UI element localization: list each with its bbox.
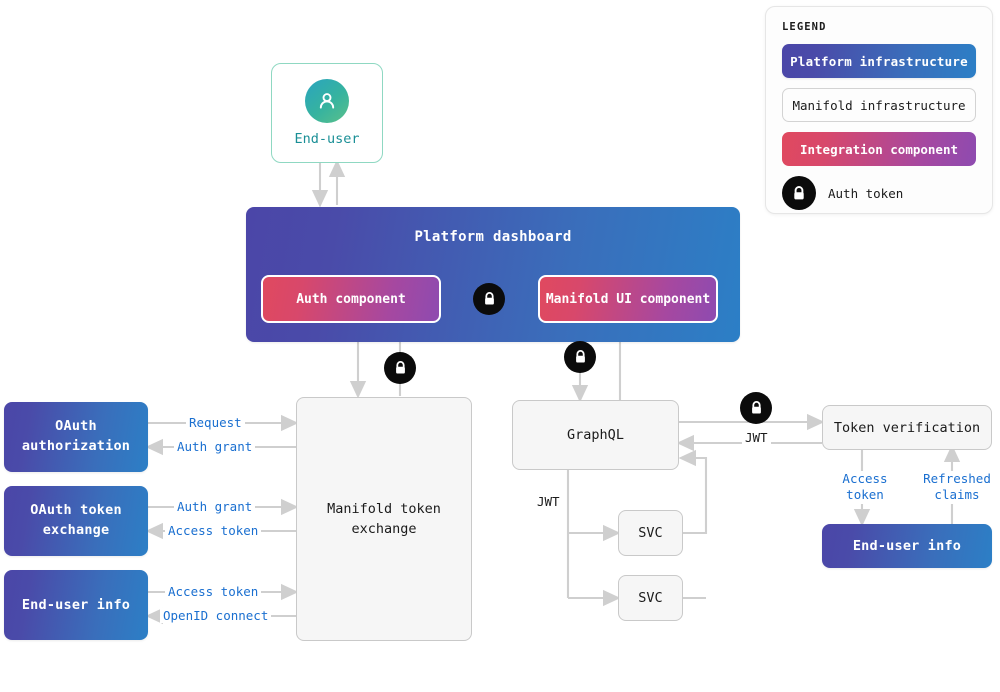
lock-icon-ui-to-graphql xyxy=(564,341,596,373)
edge-label-access-token-1: Access token xyxy=(165,523,262,538)
platform-dashboard-title: Platform dashboard xyxy=(414,229,572,245)
user-avatar-icon xyxy=(305,79,349,123)
node-token-verification[interactable]: Token verification xyxy=(822,405,992,450)
edge-label-access-token-down-line2: token xyxy=(846,487,884,503)
edge-label-refreshed-claims-line2: claims xyxy=(934,487,980,503)
node-end-user-info-right-label: End-user info xyxy=(852,538,962,554)
legend-item-auth-token-label: Auth token xyxy=(828,185,904,201)
node-manifold-token-exchange-line2: exchange xyxy=(351,521,417,537)
lock-icon-graphql-to-token-verification xyxy=(740,392,772,424)
node-oauth-authorization-line1: OAuth xyxy=(55,418,97,435)
lock-icon-auth-to-ui xyxy=(473,283,505,315)
lock-icon-legend xyxy=(782,176,816,210)
node-token-verification-label: Token verification xyxy=(833,419,981,436)
lock-icon-token-exchange-up xyxy=(384,352,416,384)
node-end-user[interactable]: End-user xyxy=(271,63,383,163)
node-svc-2[interactable]: SVC xyxy=(618,575,683,621)
node-auth-component[interactable]: Auth component xyxy=(261,275,441,323)
legend-item-integration-component-label: Integration component xyxy=(799,141,959,157)
node-manifold-token-exchange[interactable]: Manifold token exchange xyxy=(296,397,472,641)
edge-label-openid-connect: OpenID connect xyxy=(160,608,272,623)
legend-item-platform-infrastructure-label: Platform infrastructure xyxy=(790,53,968,69)
node-oauth-token-exchange[interactable]: OAuth token exchange xyxy=(4,486,148,556)
node-end-user-label: End-user xyxy=(294,131,360,147)
node-svc-2-label: SVC xyxy=(638,590,663,606)
node-oauth-token-exchange-line1: OAuth token xyxy=(30,502,122,519)
legend-item-platform-infrastructure: Platform infrastructure xyxy=(782,44,976,78)
legend-item-auth-token: Auth token xyxy=(782,176,976,210)
node-manifold-ui-component-label: Manifold UI component xyxy=(545,291,711,307)
node-graphql[interactable]: GraphQL xyxy=(512,400,679,470)
node-oauth-authorization[interactable]: OAuth authorization xyxy=(4,402,148,472)
legend-item-integration-component: Integration component xyxy=(782,132,976,166)
node-end-user-info-left-label: End-user info xyxy=(21,597,131,613)
node-svc-1[interactable]: SVC xyxy=(618,510,683,556)
node-graphql-label: GraphQL xyxy=(567,427,624,443)
node-manifold-ui-component[interactable]: Manifold UI component xyxy=(538,275,718,323)
node-end-user-info-right[interactable]: End-user info xyxy=(822,524,992,568)
legend-panel: LEGEND Platform infrastructure Manifold … xyxy=(765,6,993,214)
legend-item-manifold-infrastructure: Manifold infrastructure xyxy=(782,88,976,122)
node-oauth-authorization-line2: authorization xyxy=(21,438,131,454)
edge-label-access-token-down-line1: Access xyxy=(842,471,888,486)
node-svc-1-label: SVC xyxy=(638,525,663,541)
edge-label-access-token-down: Access token xyxy=(827,471,903,504)
edge-label-refreshed-claims-line1: Refreshed xyxy=(923,471,991,486)
edge-label-auth-grant-1: Auth grant xyxy=(174,439,256,454)
node-manifold-token-exchange-line1: Manifold token xyxy=(327,500,441,517)
edge-label-access-token-2: Access token xyxy=(165,584,262,599)
legend-title: LEGEND xyxy=(782,21,827,33)
edge-label-refreshed-claims: Refreshed claims xyxy=(912,471,1000,504)
node-oauth-token-exchange-line2: exchange xyxy=(42,522,110,538)
edge-label-jwt-graphql: JWT xyxy=(534,494,563,509)
edge-label-request: Request xyxy=(186,415,245,430)
node-auth-component-label: Auth component xyxy=(296,291,406,307)
legend-item-manifold-infrastructure-label: Manifold infrastructure xyxy=(792,97,966,113)
edge-label-jwt-token-verification: JWT xyxy=(742,430,771,445)
edge-label-auth-grant-2: Auth grant xyxy=(174,499,256,514)
node-end-user-info-left[interactable]: End-user info xyxy=(4,570,148,640)
